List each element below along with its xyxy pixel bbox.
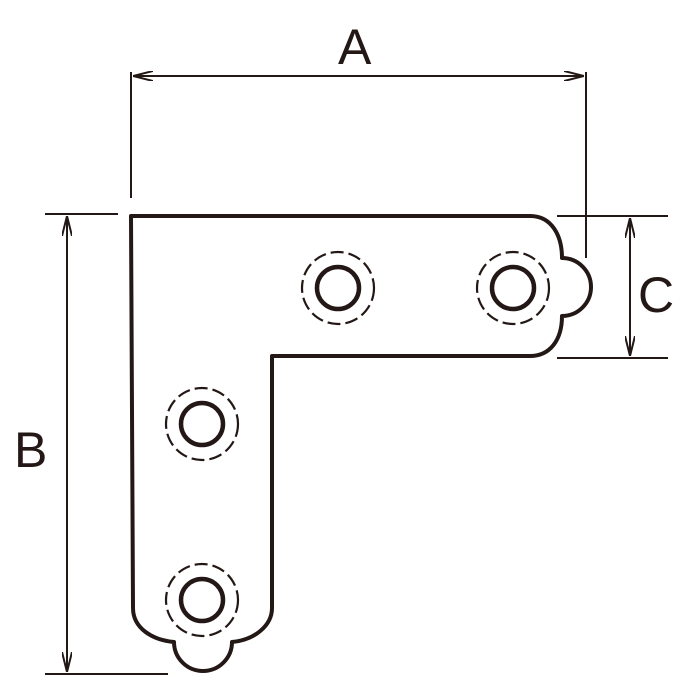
screw-hole-top-middle <box>300 250 376 326</box>
dimension-a-label: A <box>338 19 372 75</box>
l-bracket-outline <box>129 214 593 673</box>
screw-hole-left-bottom <box>164 562 240 638</box>
screw-hole-top-right <box>475 250 551 326</box>
dimension-b-label: B <box>14 422 48 478</box>
screw-hole-left-middle <box>164 386 240 462</box>
dimension-c-label: C <box>638 267 675 323</box>
